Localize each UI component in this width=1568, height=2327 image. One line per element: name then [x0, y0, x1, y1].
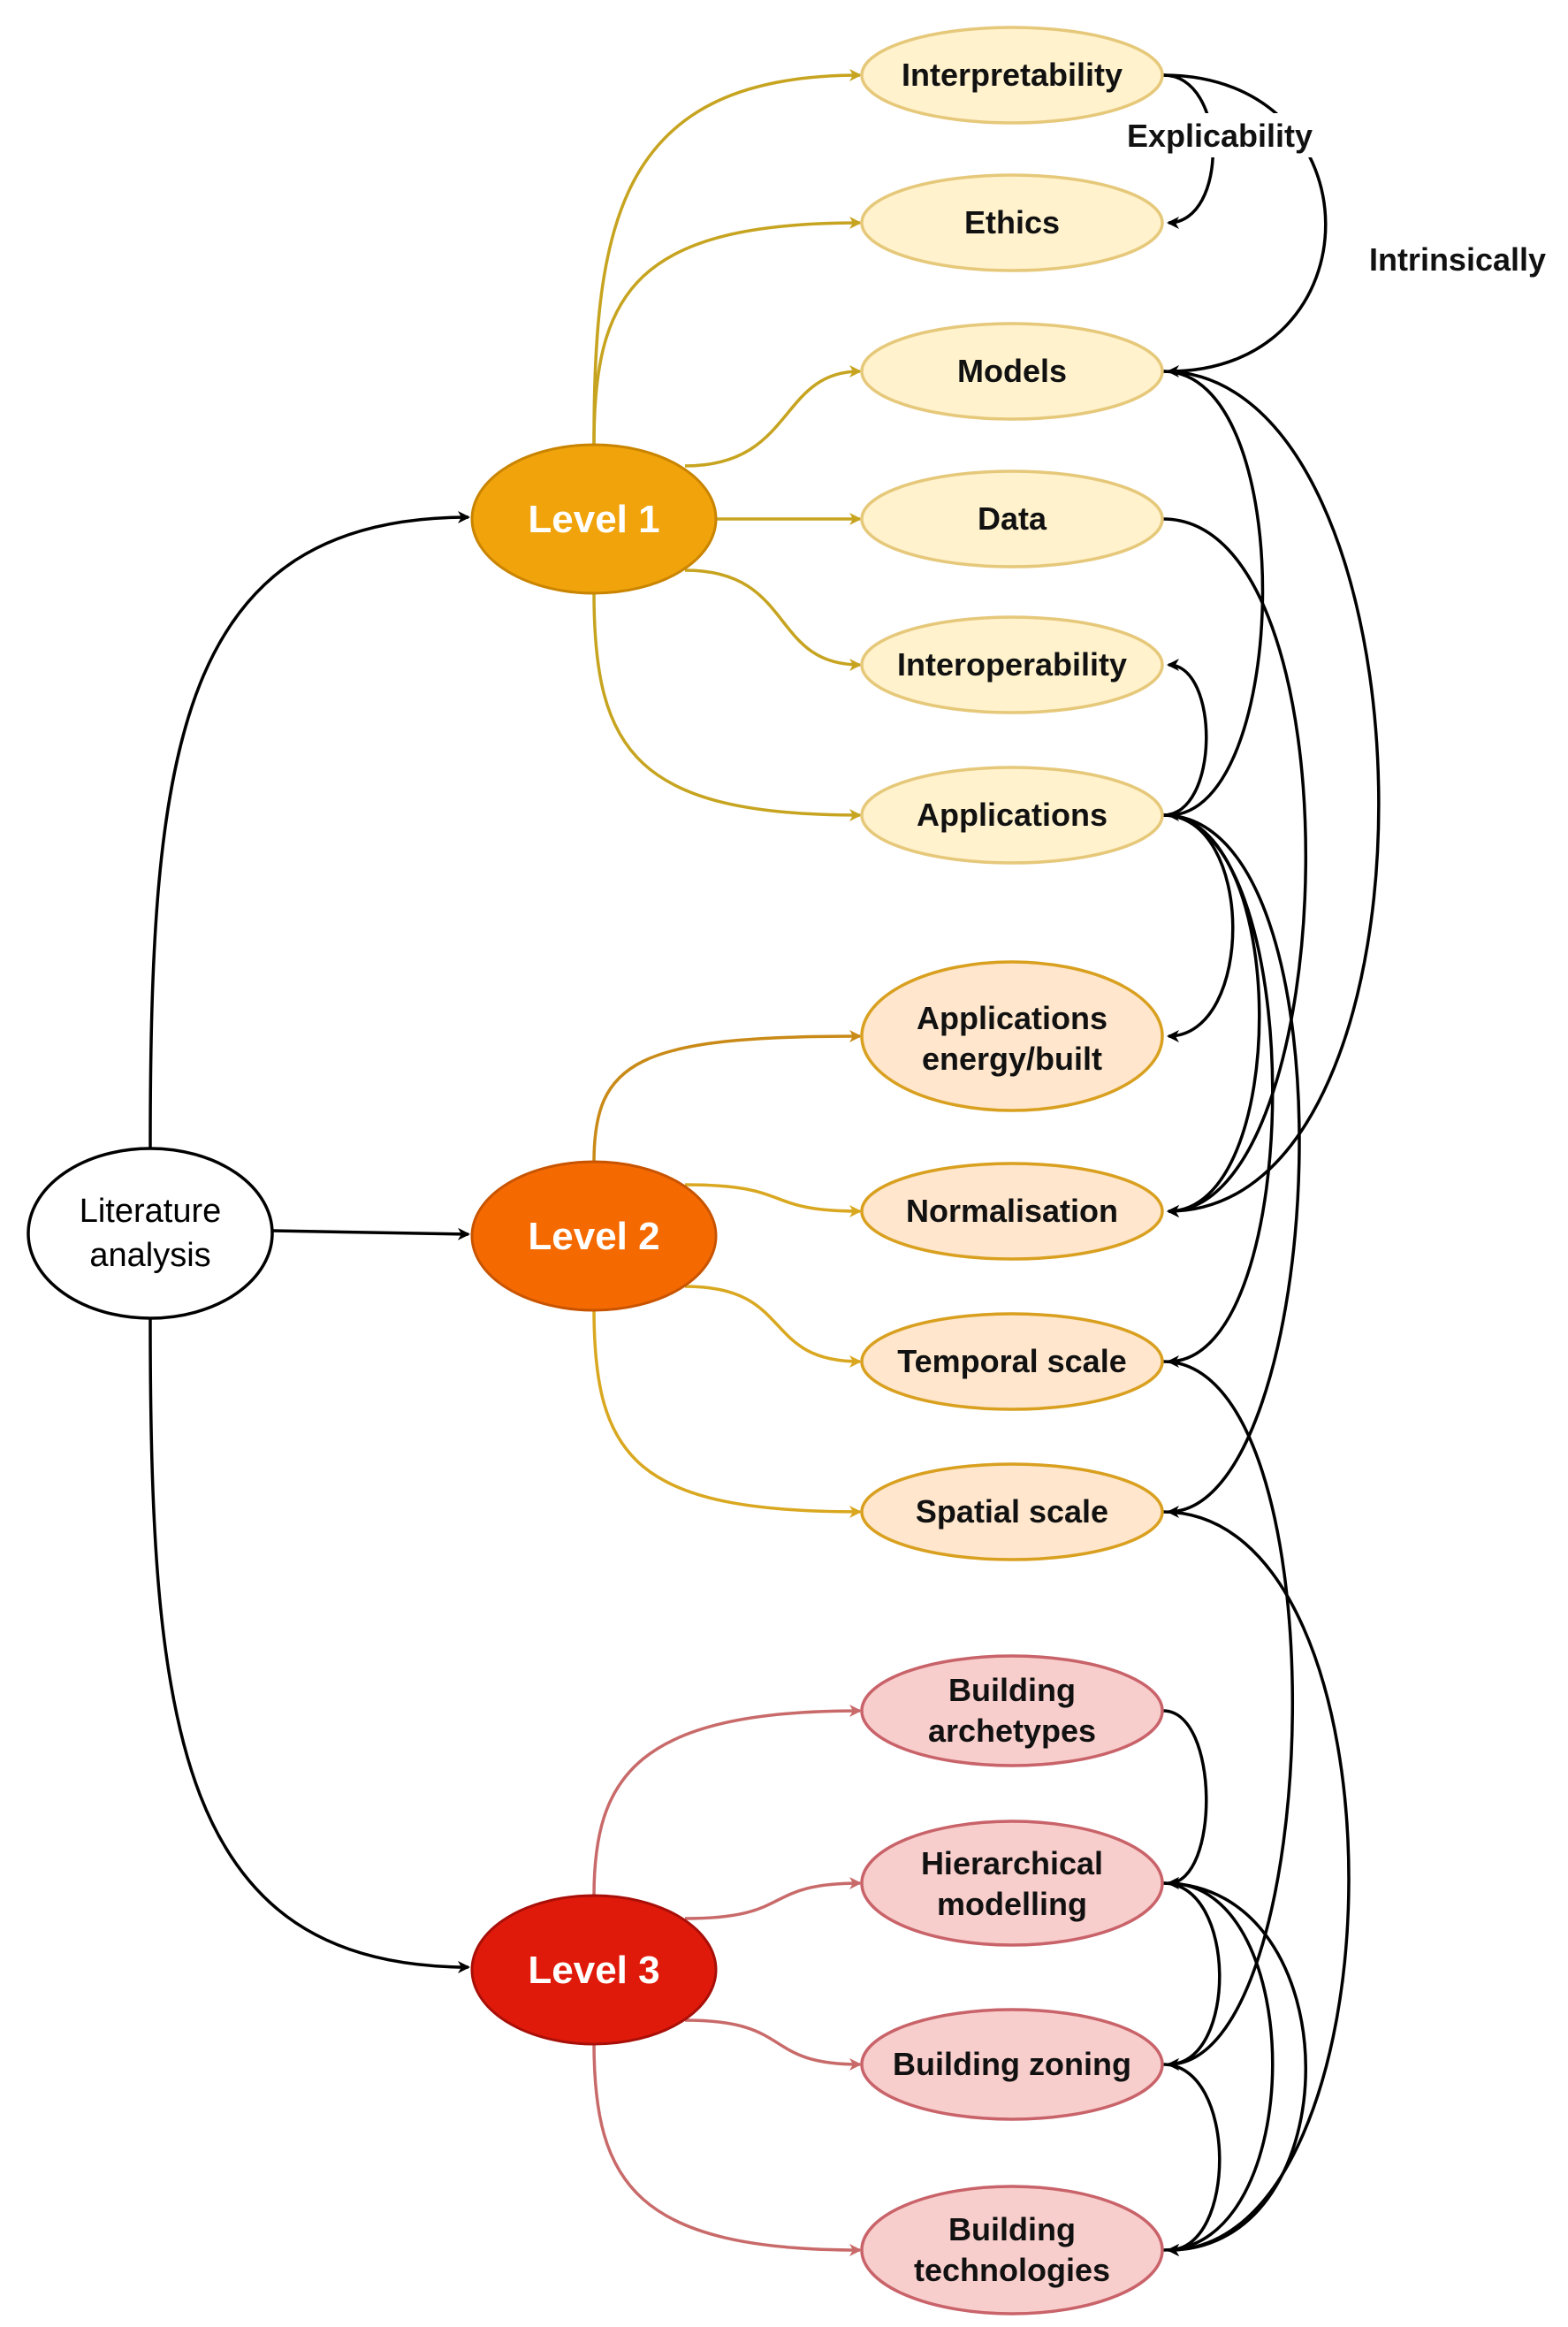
svg-text:Applications: Applications — [917, 1000, 1107, 1036]
topic-hierarchical-modelling: Hierarchical modelling — [860, 1820, 1164, 1947]
svg-text:modelling: modelling — [937, 1886, 1087, 1922]
edge-l1-applications — [592, 591, 862, 821]
topic-temporal-scale: Temporal scale — [860, 1312, 1164, 1411]
topic-interpretability: Interpretability — [860, 26, 1164, 125]
svg-text:Applications: Applications — [917, 797, 1107, 833]
level3-edges — [592, 1705, 862, 2256]
topic-normalisation: Normalisation — [860, 1162, 1164, 1261]
edge-l3-zoning — [684, 2018, 862, 2071]
edge-labels: Explicability Intrinsically — [1121, 113, 1563, 281]
edge-l2-temporal — [684, 1285, 862, 1368]
level1-node: Level 1 — [470, 443, 718, 595]
edge-l1-interpretability — [592, 69, 862, 446]
edge-root-level2 — [271, 1227, 470, 1240]
link-applications-app-energy — [1162, 813, 1235, 1042]
svg-text:Interoperability: Interoperability — [897, 646, 1127, 683]
link-archetypes-hierarchical — [1162, 1709, 1208, 1889]
topic-applications: Applications — [860, 766, 1164, 865]
svg-text:Temporal scale: Temporal scale — [897, 1343, 1126, 1379]
level3-label: Level 3 — [528, 1949, 659, 1992]
svg-text:Building: Building — [948, 2211, 1076, 2247]
link-interpretability-models — [1162, 73, 1328, 378]
svg-text:Building zoning: Building zoning — [893, 2046, 1131, 2082]
link-applications-interoperability — [1162, 659, 1208, 817]
link-zoning-technologies — [1162, 2063, 1222, 2256]
topic-ethics: Ethics — [860, 173, 1164, 272]
link-applications-spatial — [1162, 813, 1301, 1518]
link-spatial-technologies — [1162, 1510, 1351, 2256]
level1-label: Level 1 — [528, 498, 659, 541]
link-models-applications — [1162, 370, 1265, 821]
edge-root-level3 — [148, 1316, 470, 1973]
edge-l1-interoperability — [684, 568, 862, 671]
edge-l1-ethics — [592, 217, 862, 446]
root-node: Literature analysis — [27, 1147, 274, 1320]
edge-l2-app-energy — [592, 1030, 862, 1164]
level2-edges — [592, 1030, 862, 1518]
svg-text:Hierarchical: Hierarchical — [921, 1845, 1103, 1881]
link-applications-temporal — [1162, 813, 1275, 1368]
edge-label-explicability: Explicability — [1127, 118, 1313, 154]
topic-building-zoning: Building zoning — [860, 2008, 1164, 2121]
link-models-normalisation — [1162, 370, 1381, 1217]
svg-text:Interpretability: Interpretability — [902, 57, 1123, 93]
topic-data: Data — [860, 469, 1164, 568]
edge-root-level1 — [148, 511, 470, 1150]
root-label-line1: Literature — [80, 1193, 222, 1230]
topic-building-technologies: Building technologies — [860, 2185, 1164, 2316]
edge-l2-spatial — [592, 1308, 862, 1518]
link-hierarchical-zoning — [1162, 1881, 1222, 2071]
root-edges — [148, 511, 470, 1973]
edge-l3-hierarchical — [684, 1877, 862, 1920]
topic-spatial-scale: Spatial scale — [860, 1462, 1164, 1561]
topic-applications-energy-built: Applications energy/built — [860, 960, 1164, 1112]
svg-text:Models: Models — [957, 353, 1067, 389]
level3-node: Level 3 — [470, 1894, 718, 2046]
cross-links — [1162, 73, 1381, 2256]
link-hierarchical-technologies — [1162, 1881, 1307, 2256]
svg-text:Data: Data — [978, 500, 1047, 537]
topic-interoperability: Interoperability — [860, 615, 1164, 714]
svg-text:Spatial scale: Spatial scale — [916, 1493, 1108, 1530]
svg-text:Building: Building — [948, 1672, 1076, 1708]
edge-l3-archetypes — [592, 1705, 862, 1897]
edge-l2-normalisation — [684, 1183, 862, 1217]
svg-text:archetypes: archetypes — [928, 1713, 1096, 1749]
topic-building-archetypes: Building archetypes — [860, 1654, 1164, 1767]
level2-node: Level 2 — [470, 1160, 718, 1312]
link-data-normalisation — [1162, 517, 1308, 1217]
edge-label-intrinsically: Intrinsically — [1369, 241, 1546, 278]
root-label-line2: analysis — [89, 1237, 210, 1274]
svg-text:Normalisation: Normalisation — [906, 1193, 1118, 1229]
svg-text:energy/built: energy/built — [922, 1041, 1102, 1077]
svg-text:Ethics: Ethics — [964, 204, 1060, 240]
link-temporal-zoning — [1162, 1360, 1295, 2071]
edge-l1-models — [684, 365, 862, 468]
level2-label: Level 2 — [528, 1215, 659, 1258]
svg-text:technologies: technologies — [914, 2252, 1110, 2288]
link-technologies-hierarchical — [1162, 1877, 1275, 2252]
level1-edges — [592, 69, 862, 821]
topic-models: Models — [860, 322, 1164, 421]
edge-l3-technologies — [592, 2041, 862, 2256]
